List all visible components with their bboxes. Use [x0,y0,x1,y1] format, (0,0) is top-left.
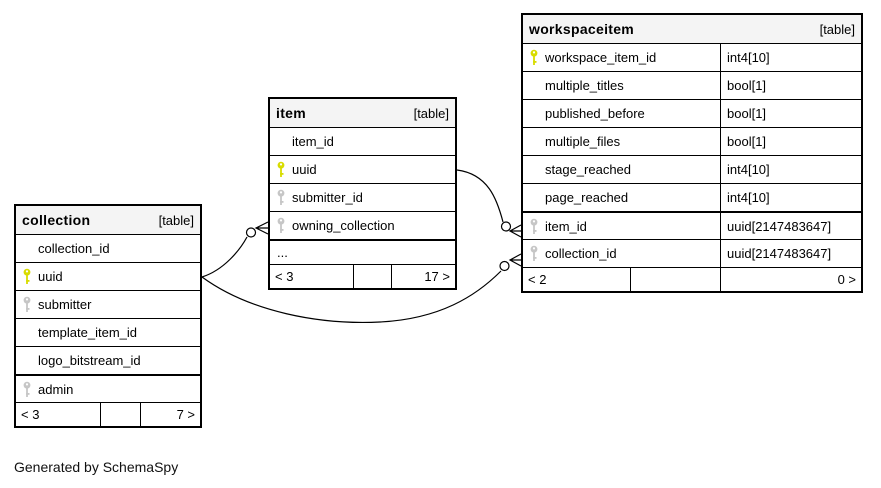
edge-item-uuid-to-workspaceitem-item-id [456,169,522,238]
column-row: collection_id uuid[2147483647] [523,239,861,267]
column-name: multiple_files [545,134,621,149]
column-row: multiple_files bool[1] [523,127,861,155]
column-type: int4[10] [720,156,861,183]
column-row: template_item_id [16,318,200,346]
generator-note: Generated by SchemaSpy [14,459,179,475]
table-footer: < 3 17 > [270,264,455,288]
column-name: collection_id [545,246,617,261]
column-name: published_before [545,106,645,121]
column-row: page_reached int4[10] [523,183,861,211]
column-name: page_reached [545,190,629,205]
column-name: template_item_id [38,325,137,340]
footer-parents: < 2 [528,272,547,287]
foreign-key-icon [16,381,38,398]
column-type: uuid[2147483647] [720,240,861,267]
footer-parents: < 3 [21,407,40,422]
hidden-columns-ellipsis: ... [270,239,455,264]
column-name: multiple_titles [545,78,624,93]
table-name[interactable]: item [276,105,306,121]
column-name: submitter_id [292,190,363,205]
footer-children: 7 > [140,403,200,426]
column-row: multiple_titles bool[1] [523,71,861,99]
table-badge: [table] [158,212,194,228]
footer-children: 17 > [391,265,455,288]
table-header[interactable]: item [table] [270,99,455,127]
column-name: workspace_item_id [545,50,657,65]
column-name: owning_collection [292,218,395,233]
table-footer: < 3 7 > [16,402,200,426]
column-row: submitter [16,290,200,318]
table-header[interactable]: workspaceitem [table] [523,15,861,43]
column-row: logo_bitstream_id [16,346,200,374]
column-row: stage_reached int4[10] [523,155,861,183]
footer-middle [630,268,720,291]
column-row: owning_collection [270,211,455,239]
column-type: uuid[2147483647] [720,213,861,239]
column-row: uuid [270,155,455,183]
primary-key-icon [16,268,38,285]
column-name: submitter [38,297,92,312]
foreign-key-icon [270,189,292,206]
primary-key-icon [270,161,292,178]
column-type: bool[1] [720,100,861,127]
table-header[interactable]: collection [table] [16,206,200,234]
table-footer: < 2 0 > [523,267,861,291]
table-name[interactable]: workspaceitem [529,21,635,37]
column-type: bool[1] [720,128,861,155]
column-row: item_id uuid[2147483647] [523,211,861,239]
column-name: stage_reached [545,162,632,177]
column-row: admin [16,374,200,402]
edge-collection-uuid-to-item-owning-collection [201,221,269,278]
column-row: submitter_id [270,183,455,211]
column-name: admin [38,381,74,397]
table-name[interactable]: collection [22,212,91,228]
table-collection[interactable]: collection [table] collection_id uuid su… [14,204,202,428]
column-row: collection_id [16,234,200,262]
table-badge: [table] [413,105,449,121]
footer-children: 0 > [720,268,861,291]
footer-middle [100,403,140,426]
column-type: int4[10] [720,44,861,71]
column-name: item_id [545,218,587,234]
column-type: int4[10] [720,184,861,211]
primary-key-icon [523,49,545,66]
column-row: published_before bool[1] [523,99,861,127]
column-type: bool[1] [720,72,861,99]
foreign-key-icon [270,217,292,234]
column-row: workspace_item_id int4[10] [523,43,861,71]
foreign-key-icon [16,296,38,313]
column-name: item_id [292,134,334,149]
column-name: logo_bitstream_id [38,353,141,368]
foreign-key-icon [523,218,545,235]
table-item[interactable]: item [table] item_id uuid submitter_id o… [268,97,457,290]
footer-middle [353,265,391,288]
column-row: item_id [270,127,455,155]
footer-parents: < 3 [275,269,294,284]
table-badge: [table] [819,21,855,37]
table-workspaceitem[interactable]: workspaceitem [table] workspace_item_id … [521,13,863,293]
column-name: uuid [38,269,63,284]
column-name: uuid [292,162,317,177]
column-row: uuid [16,262,200,290]
foreign-key-icon [523,245,545,262]
column-name: collection_id [38,241,110,256]
